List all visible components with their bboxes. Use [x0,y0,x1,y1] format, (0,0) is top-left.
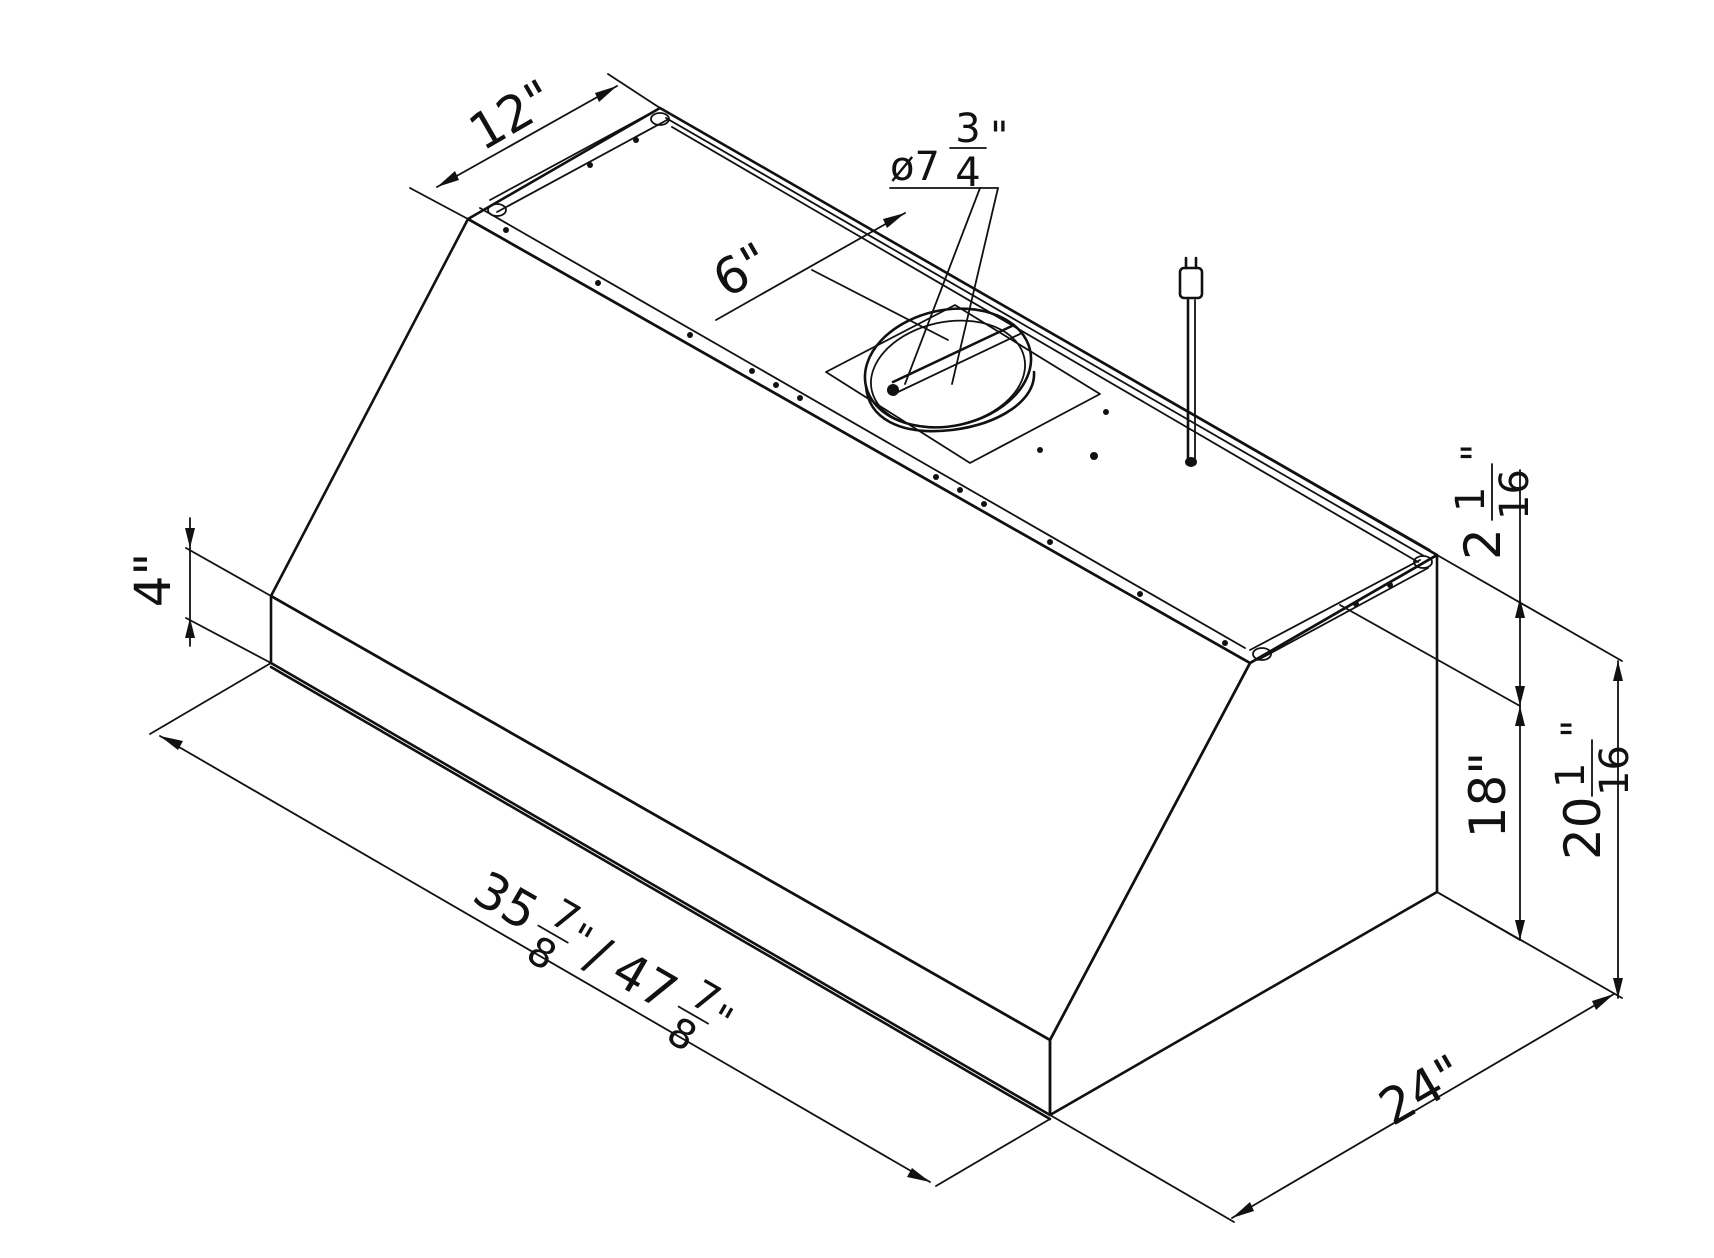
flange-holes [503,137,1393,646]
left-flange-rail-inner [496,119,668,213]
top-face [466,106,1439,665]
ext-line [1339,604,1521,707]
dim-line-12 [436,85,618,188]
ext-line [409,187,469,220]
damper-flap-bar [891,323,1016,384]
svg-text:ø7: ø7 [890,144,940,190]
front-lip-bottom-edge [269,665,1052,1121]
back-flange-rail-inner [665,117,1425,557]
mount-tab [1252,647,1272,661]
arrowhead [1515,686,1525,706]
svg-text:16: 16 [1592,745,1638,796]
sloped-front-face [269,217,1252,1042]
collar-ring-inner [870,319,1026,429]
back-flange-rail-inner2 [671,126,1419,563]
right-flange-rail [1249,559,1421,651]
svg-text:1: 1 [1548,763,1594,788]
arrowhead [1515,598,1525,618]
arrowhead [437,171,459,187]
svg-text:2: 2 [1454,528,1512,560]
arrowhead [595,86,617,102]
ext-line [149,662,272,735]
label-top-depth: 12" [459,69,563,163]
duct-collar [825,304,1101,464]
label-total-height: 20 1 16 " [1548,720,1638,860]
right-flange-rail-inner [1257,567,1429,661]
arrowhead [1613,978,1623,998]
arrowhead [160,736,183,750]
svg-text:20: 20 [1554,796,1612,860]
label-widths: 35 7 8 " / 47 7 8 " [464,860,740,1062]
ext-line [1049,1114,1235,1223]
collar-mounting-plate [825,304,1101,464]
dim-line-6 [715,212,906,321]
cord-grommet [1185,457,1197,467]
svg-text:35: 35 [464,860,548,942]
ext-line [1436,554,1623,662]
mount-tab [487,203,507,217]
power-cord-plug [1178,256,1204,467]
diameter-leader [904,187,981,385]
arrowhead [1592,994,1614,1010]
svg-text:8: 8 [659,1009,704,1062]
damper-flap-bar-edge [897,333,1021,393]
svg-text:18": 18" [1459,752,1517,839]
svg-text:8: 8 [519,928,564,981]
ext-line [185,617,272,664]
svg-text:1: 1 [1448,487,1494,512]
label-body-height: 18" [1459,752,1517,839]
ext-line [607,73,661,109]
right-side-face [1048,553,1439,1117]
ext-line [1436,891,1521,941]
left-flange-rail [489,107,661,201]
ext-line [935,1118,1051,1187]
ext-line [185,547,272,597]
label-bottom-depth: 24" [1369,1044,1473,1138]
label-duct-diameter: ø7 3 4 " [890,106,1008,196]
front-lip-face [269,594,1052,1117]
svg-text:": " [1554,720,1600,738]
back-flange-rail [659,107,1431,551]
svg-text:16: 16 [1492,469,1538,520]
diameter-leader [951,187,999,385]
label-top-flange: 2 1 16 " [1448,444,1538,560]
dim-line-width [159,735,931,1183]
svg-text:6": 6" [703,231,779,309]
arrowhead [1515,706,1525,726]
arrowhead [1232,1202,1254,1218]
svg-text:4": 4" [124,553,182,608]
ext-line [811,269,949,341]
arrowhead [1613,661,1623,681]
label-duct-offset: 6" [703,231,779,309]
dimension-labels: 12" ø7 3 4 " 6" 4" 35 7 8 " / 47 7 [124,69,1638,1138]
svg-text:": " [990,114,1008,160]
svg-text:3: 3 [955,106,980,152]
label-front-lip: 4" [124,553,182,608]
svg-text:24": 24" [1369,1044,1473,1138]
arrowhead [185,618,195,638]
dim-line-24 [1231,993,1615,1219]
arrowhead [883,213,905,228]
arrowhead [907,1168,930,1182]
arrowhead [185,528,195,548]
plug-body [1178,266,1204,300]
collar-ring-lower [864,370,1036,433]
svg-text:47: 47 [603,940,687,1022]
svg-text:12": 12" [459,69,563,163]
svg-text:4: 4 [955,150,980,196]
front-flange-rail [479,207,1246,649]
hood-body [269,106,1439,1121]
damper-pivot [887,384,899,396]
mount-tab [1413,555,1433,569]
svg-text:": " [1454,444,1500,462]
dimension-lines [149,73,1623,1223]
mount-tab [650,112,670,126]
arrowhead [1515,920,1525,940]
